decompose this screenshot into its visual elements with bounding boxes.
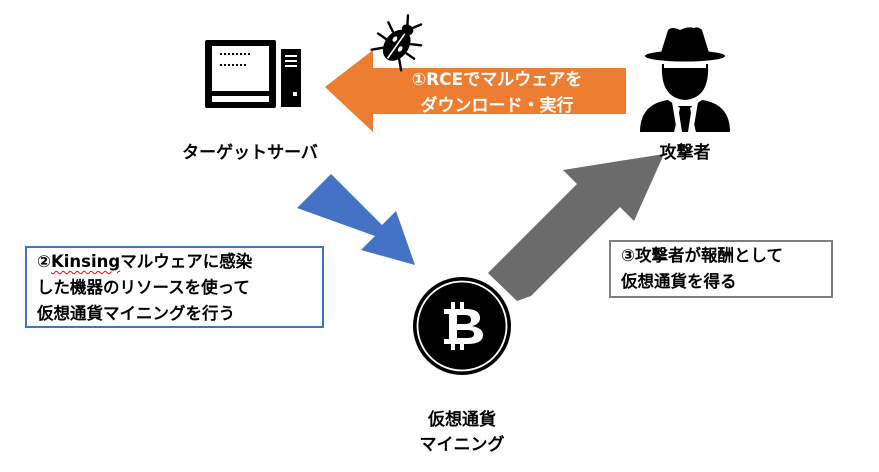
step1-line2: ダウンロード・実行 <box>420 96 574 116</box>
mining-label-line2: マイニング <box>419 435 505 455</box>
step3-line2: 仮想通貨を得る <box>621 272 737 291</box>
step3-line1: ③攻撃者が報酬として <box>621 246 783 265</box>
step2-box: ②Kinsingマルウェアに感染 した機器のリソースを使って 仮想通貨マイニング… <box>25 246 324 328</box>
step1-line1: ①RCEでマルウェアを <box>411 70 583 90</box>
step2-line3: 仮想通貨マイニングを行う <box>37 304 235 323</box>
computer-icon <box>205 40 301 108</box>
blue-arrow <box>297 174 415 265</box>
target-server-label: ターゲットサーバ <box>182 143 318 163</box>
step1-arrow-text: ①RCEでマルウェアを ダウンロード・実行 <box>378 67 616 119</box>
step2-line2: した機器のリソースを使って <box>37 278 250 297</box>
bug-icon <box>370 14 423 72</box>
attacker-label: 攻撃者 <box>659 143 711 163</box>
bitcoin-icon <box>413 277 511 375</box>
step2-marker: ② <box>37 252 51 271</box>
step2-line1: ②Kinsingマルウェアに感染 <box>37 249 322 275</box>
attacker-icon <box>640 27 730 132</box>
gray-arrow <box>488 154 664 301</box>
mining-label-line1: 仮想通貨 <box>428 410 496 430</box>
step2-kinsing-word: Kinsing <box>50 252 121 271</box>
step2-line1-rest: マルウェアに感染 <box>120 252 253 271</box>
step3-box: ③攻撃者が報酬として 仮想通貨を得る <box>609 240 833 298</box>
mining-label: 仮想通貨 マイニング <box>395 408 529 458</box>
